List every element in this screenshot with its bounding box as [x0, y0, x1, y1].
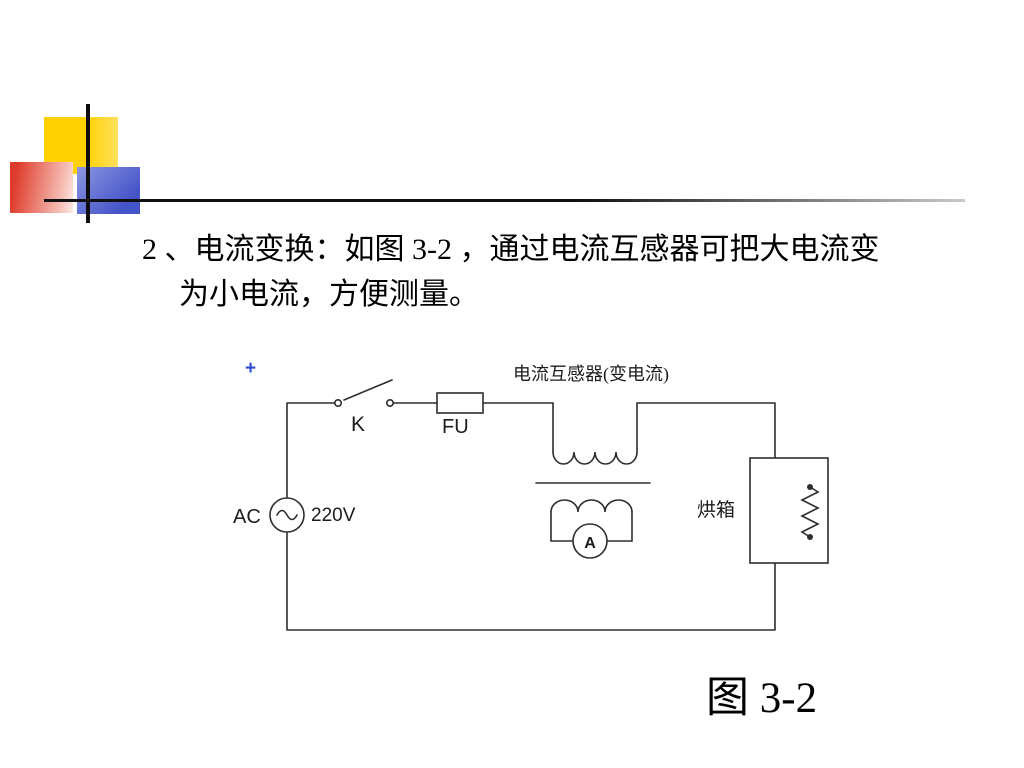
switch-label: K [351, 413, 365, 436]
load-label: 烘箱 [697, 499, 735, 521]
switch-k: K [333, 379, 394, 436]
ammeter-label: A [584, 535, 596, 552]
fuse: FU [436, 392, 484, 438]
primary-leads [552, 402, 638, 453]
ammeter-circle [572, 523, 608, 559]
title-line-2: 为小电流，方便测量。 [179, 278, 479, 311]
anchor-marker-icon: + [245, 358, 256, 379]
sine-wave-icon [276, 509, 298, 521]
ammeter: A [572, 523, 608, 559]
voltage-label: 220V [311, 505, 356, 526]
circuit-wires [286, 402, 776, 631]
primary-winding [552, 451, 638, 465]
ac-label: AC [233, 506, 261, 528]
resistor-terminal-top [807, 484, 813, 490]
transformer-label: 电流互感器(变电流) [513, 364, 669, 385]
current-transformer: 电流互感器(变电流) [513, 364, 669, 542]
fuse-body [436, 392, 484, 414]
secondary-leads [550, 511, 633, 542]
oven-box [749, 457, 829, 564]
oven-load: 烘箱 [697, 457, 829, 564]
slide-title: 2 、电流变换：如图 3-2 ，通过电流互感器可把大电流变 为小电流，方便测量。 [142, 227, 1022, 317]
figure-caption: 图 3-2 [706, 675, 818, 722]
main-loop-wire [286, 402, 776, 631]
ac-source: AC 220V [233, 497, 356, 533]
title-line-1: 2 、电流变换：如图 3-2 ，通过电流互感器可把大电流变 [142, 233, 880, 266]
decor-red-square [10, 162, 73, 213]
resistor-terminal-bottom [807, 534, 813, 540]
switch-contact-right [385, 398, 394, 407]
fuse-label: FU [442, 416, 469, 438]
decor-vertical-line [86, 104, 90, 223]
decor-horizontal-rule [44, 199, 965, 202]
secondary-winding [550, 499, 633, 513]
switch-blade [343, 379, 393, 401]
switch-contact-left [333, 398, 342, 407]
resistor-zigzag [800, 486, 820, 538]
